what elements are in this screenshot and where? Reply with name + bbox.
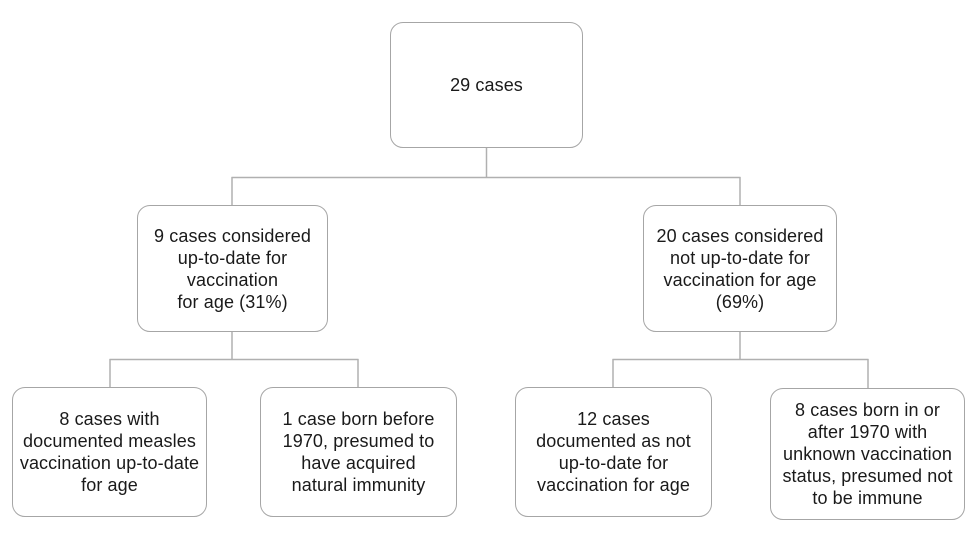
- node-not-up-to-date-label: 20 cases considered not up-to-date for v…: [656, 225, 824, 312]
- node-documented-vaccination-label: 8 cases with documented measles vaccinat…: [19, 409, 200, 495]
- node-total-cases-label: 29 cases: [450, 75, 523, 95]
- node-born-before-1970: 1 case born before 1970, presumed to hav…: [260, 387, 457, 517]
- node-unknown-status-label: 8 cases born in or after 1970 with unkno…: [782, 400, 953, 508]
- node-documented-not-up-to-date: 12 cases documented as not up-to-date fo…: [515, 387, 712, 517]
- node-born-before-1970-label: 1 case born before 1970, presumed to hav…: [282, 409, 435, 495]
- node-up-to-date-label: 9 cases considered up-to-date for vaccin…: [154, 225, 311, 312]
- node-not-up-to-date: 20 cases considered not up-to-date for v…: [643, 205, 837, 332]
- node-documented-vaccination: 8 cases with documented measles vaccinat…: [12, 387, 207, 517]
- node-total-cases: 29 cases: [390, 22, 583, 148]
- node-up-to-date: 9 cases considered up-to-date for vaccin…: [137, 205, 328, 332]
- node-documented-not-up-to-date-label: 12 cases documented as not up-to-date fo…: [536, 409, 691, 495]
- node-unknown-status: 8 cases born in or after 1970 with unkno…: [770, 388, 965, 520]
